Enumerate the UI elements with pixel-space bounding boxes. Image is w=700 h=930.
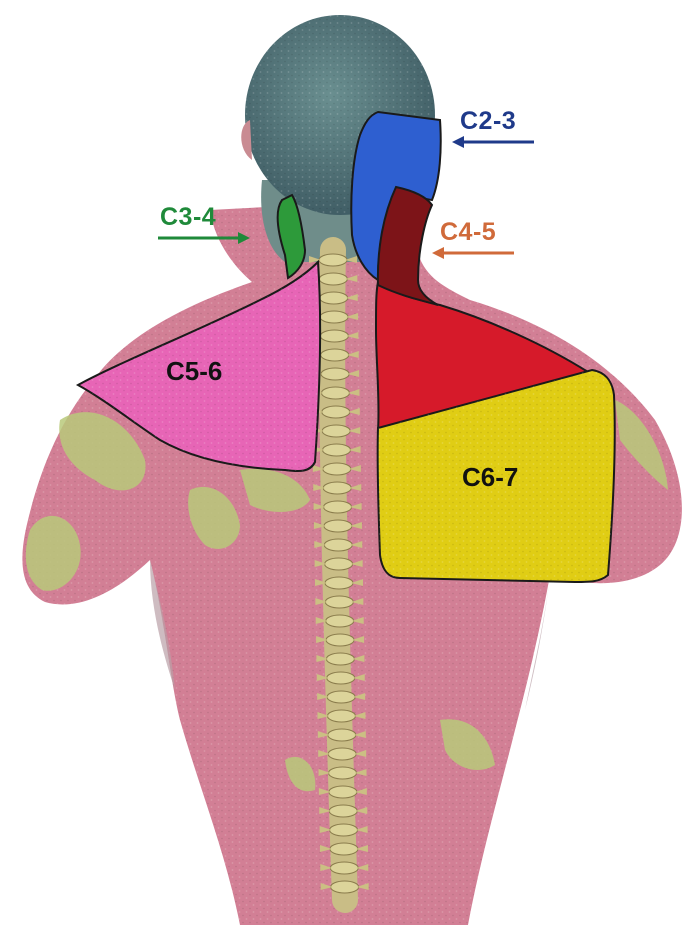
label-c5-6: C5-6 [166, 356, 222, 386]
spinal-column [332, 250, 345, 900]
label-c4-5: C4-5 [440, 218, 496, 246]
arrowhead-c2-3 [452, 136, 464, 148]
label-c4-5-group: C4-5 [432, 218, 514, 259]
label-c2-3-group: C2-3 [452, 107, 534, 148]
label-c3-4: C3-4 [160, 203, 216, 231]
label-c2-3: C2-3 [460, 107, 516, 135]
label-c6-7: C6-7 [462, 462, 518, 492]
arrowhead-c4-5 [432, 247, 444, 259]
